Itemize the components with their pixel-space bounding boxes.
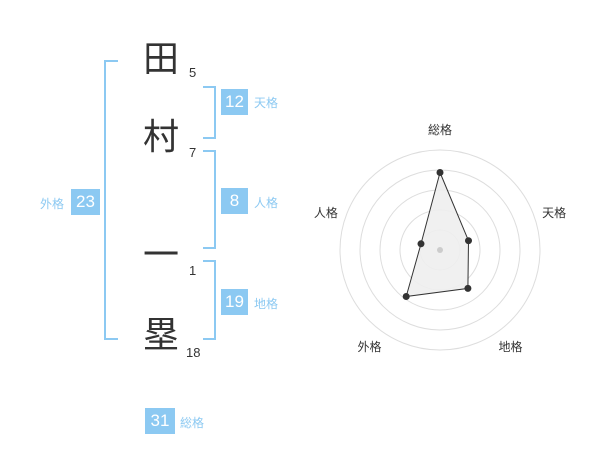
gaikaku-bracket (104, 60, 118, 340)
radar-point-3 (464, 284, 472, 292)
chikaku-badge: 19 (221, 289, 248, 315)
gaikaku-badge: 23 (71, 189, 100, 215)
stroke-count-1: 5 (189, 65, 197, 80)
name-char-1: 田 (142, 39, 179, 80)
radar-axis-label-5: 人格 (314, 205, 338, 220)
name-char-2: 村 (142, 117, 179, 158)
stroke-count-3: 1 (189, 263, 197, 278)
radar-axis-label-3: 地格 (498, 339, 522, 354)
radar-center-dot (437, 247, 443, 253)
stroke-count-4: 18 (186, 345, 201, 360)
gaikaku-label: 外格 (40, 197, 65, 211)
radar-point-1 (436, 169, 444, 176)
radar-grid-ring (339, 149, 541, 351)
radar-point-4 (402, 293, 410, 300)
stroke-count-2: 7 (189, 145, 197, 160)
radar-point-5 (417, 240, 425, 248)
tenkaku-badge: 12 (221, 89, 248, 115)
chikaku-bracket (203, 260, 216, 340)
name-char-4: 塁 (142, 315, 179, 356)
radar-point-2 (465, 237, 472, 245)
soukaku-badge: 31 (145, 408, 175, 434)
radar-axis-label-2: 天格 (542, 205, 566, 220)
chikaku-label: 地格 (254, 297, 279, 311)
radar-axis-label-1: 総格 (428, 122, 452, 137)
name-char-3: 一 (142, 235, 179, 276)
radar-series-area (405, 170, 470, 298)
radar-axis-label-4: 外格 (357, 339, 381, 354)
jinkaku-bracket (203, 150, 216, 249)
jinkaku-label: 人格 (254, 196, 279, 210)
tenkaku-label: 天格 (254, 96, 279, 110)
tenkaku-bracket (203, 86, 216, 139)
jinkaku-badge: 8 (221, 188, 248, 214)
soukaku-label: 総格 (180, 416, 205, 430)
